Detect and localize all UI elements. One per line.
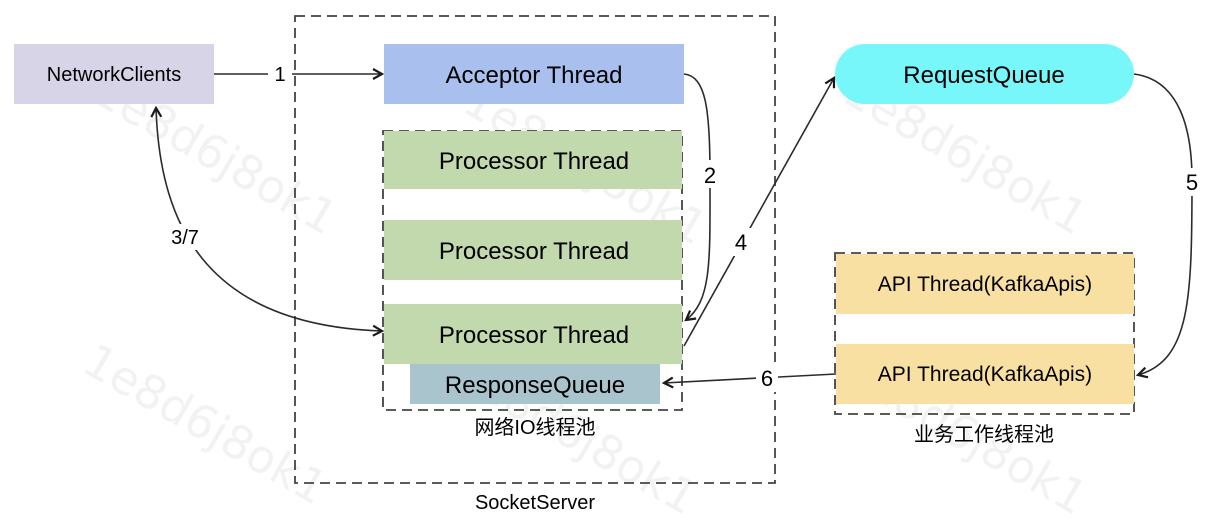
api-thread-box xyxy=(836,344,1134,404)
acceptor-thread-node[interactable]: Acceptor Thread xyxy=(384,44,684,104)
processor-thread-box xyxy=(384,131,682,189)
processor-thread-box xyxy=(384,220,682,280)
business-pool-label: 业务工作线程池 xyxy=(914,423,1054,446)
edge-5-line xyxy=(1133,73,1193,375)
api-thread-node[interactable]: API Thread(KafkaApis) xyxy=(836,254,1134,314)
network-clients-box xyxy=(14,44,214,104)
business-pool-group xyxy=(834,252,1135,415)
edge-5: 5 xyxy=(1133,73,1203,375)
processor-thread-box xyxy=(384,304,682,364)
edge-6-label-bg xyxy=(756,364,778,392)
socket-server-label: SocketServer xyxy=(475,492,595,514)
edge-2-label-bg xyxy=(698,160,722,188)
edge-5-label: 5 xyxy=(1186,170,1198,195)
request-queue-label: RequestQueue xyxy=(903,62,1064,89)
edge-4-label-bg xyxy=(730,228,752,256)
acceptor-thread-box xyxy=(384,44,684,104)
edge-6-label: 6 xyxy=(761,366,773,391)
api-thread-label: API Thread(KafkaApis) xyxy=(878,273,1092,296)
socket-server-group xyxy=(294,15,776,484)
request-queue-box xyxy=(835,44,1134,104)
processor-thread-label: Processor Thread xyxy=(439,322,629,349)
edge-3-7-line xyxy=(156,108,382,331)
edge-4-label: 4 xyxy=(735,230,747,255)
api-thread-box xyxy=(836,254,1134,314)
edge-1-label-bg xyxy=(268,62,292,86)
edge-1-label: 1 xyxy=(274,64,285,86)
request-queue-node[interactable]: RequestQueue xyxy=(835,44,1134,104)
response-queue-node[interactable]: ResponseQueue xyxy=(410,364,660,404)
acceptor-thread-label: Acceptor Thread xyxy=(446,62,623,89)
api-thread-label: API Thread(KafkaApis) xyxy=(878,363,1092,386)
processor-thread-node[interactable]: Processor Thread xyxy=(384,131,682,189)
edge-4: 4 xyxy=(683,78,834,347)
processor-thread-node[interactable]: Processor Thread xyxy=(384,304,682,364)
edge-4-line xyxy=(683,78,834,347)
watermark-text: 1e8d6j8ok1 xyxy=(75,333,337,515)
response-queue-box xyxy=(410,364,660,404)
edge-6: 6 xyxy=(664,364,837,392)
edge-1: 1 xyxy=(214,62,382,86)
network-io-pool-label: 网络IO线程池 xyxy=(474,416,595,439)
response-queue-label: ResponseQueue xyxy=(445,372,625,399)
processor-thread-label: Processor Thread xyxy=(439,238,629,265)
network-clients-node[interactable]: NetworkClients xyxy=(14,44,214,104)
edge-3-7: 3/7 xyxy=(156,108,382,331)
processor-thread-label: Processor Thread xyxy=(439,148,629,175)
edge-5-label-bg xyxy=(1181,168,1203,196)
edge-2: 2 xyxy=(683,73,722,320)
edge-6-line xyxy=(664,373,837,383)
processor-thread-node[interactable]: Processor Thread xyxy=(384,220,682,280)
edge-3-7-label-bg xyxy=(166,224,204,250)
edge-2-label: 2 xyxy=(704,163,716,188)
network-clients-label: NetworkClients xyxy=(47,64,181,86)
edge-3-7-label: 3/7 xyxy=(171,227,199,249)
api-thread-node[interactable]: API Thread(KafkaApis) xyxy=(836,344,1134,404)
